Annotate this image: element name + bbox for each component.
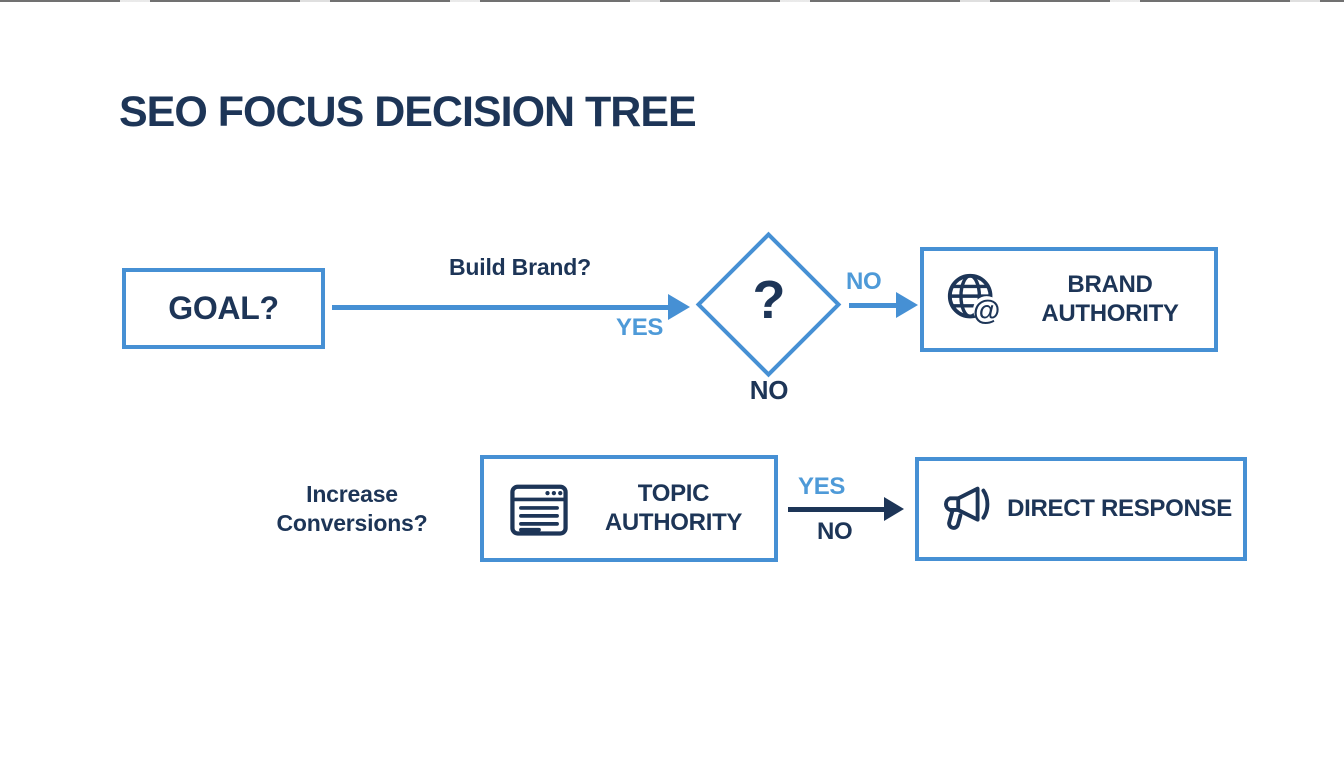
brand-authority-label: BRAND AUTHORITY bbox=[1006, 271, 1214, 329]
conversions-line: Conversions? bbox=[276, 509, 428, 536]
edge-question-build-brand: Build Brand? bbox=[449, 254, 591, 280]
arrow-topic-to-direct-line bbox=[788, 507, 884, 512]
edge-label-no-to-brand: NO bbox=[846, 268, 882, 295]
arrow-topic-to-direct-head bbox=[884, 497, 904, 521]
edge-label-no-2: NO bbox=[817, 518, 853, 545]
increase-line: Increase bbox=[306, 481, 398, 507]
goal-node: GOAL? bbox=[122, 268, 325, 349]
decision-question-mark: ? bbox=[752, 270, 786, 330]
topic-authority-line1: TOPIC bbox=[637, 479, 710, 507]
brand-authority-line1: BRAND bbox=[1067, 270, 1153, 298]
decision-no-label: NO bbox=[749, 375, 789, 405]
page-title: SEO FOCUS DECISION TREE bbox=[119, 88, 697, 136]
topic-authority-label: TOPIC AUTHORITY bbox=[573, 480, 774, 538]
topic-authority-line2: AUTHORITY bbox=[604, 508, 743, 536]
arrow-goal-to-decision-head bbox=[668, 294, 690, 320]
megaphone-icon bbox=[934, 478, 996, 540]
direct-response-node: DIRECT RESPONSE bbox=[915, 457, 1247, 561]
edge-label-yes-1: YES bbox=[616, 314, 664, 341]
globe-at-icon: @ bbox=[944, 269, 1006, 331]
top-edge-artifact bbox=[0, 0, 1344, 2]
brand-authority-node: @ BRAND AUTHORITY bbox=[920, 247, 1218, 352]
brand-authority-line2: AUTHORITY bbox=[1041, 299, 1179, 327]
arrow-decision-to-brand-line bbox=[849, 303, 896, 308]
direct-response-label: DIRECT RESPONSE bbox=[1007, 494, 1232, 522]
question-increase-conversions: Increase Conversions? bbox=[252, 480, 452, 538]
goal-label: GOAL? bbox=[168, 290, 279, 327]
svg-text:@: @ bbox=[973, 294, 1000, 325]
arrow-decision-to-brand-head bbox=[896, 292, 918, 318]
topic-authority-node: TOPIC AUTHORITY bbox=[480, 455, 778, 562]
edge-label-yes-2: YES bbox=[798, 473, 846, 500]
arrow-goal-to-decision-line bbox=[332, 305, 668, 310]
browser-window-icon bbox=[505, 475, 573, 543]
